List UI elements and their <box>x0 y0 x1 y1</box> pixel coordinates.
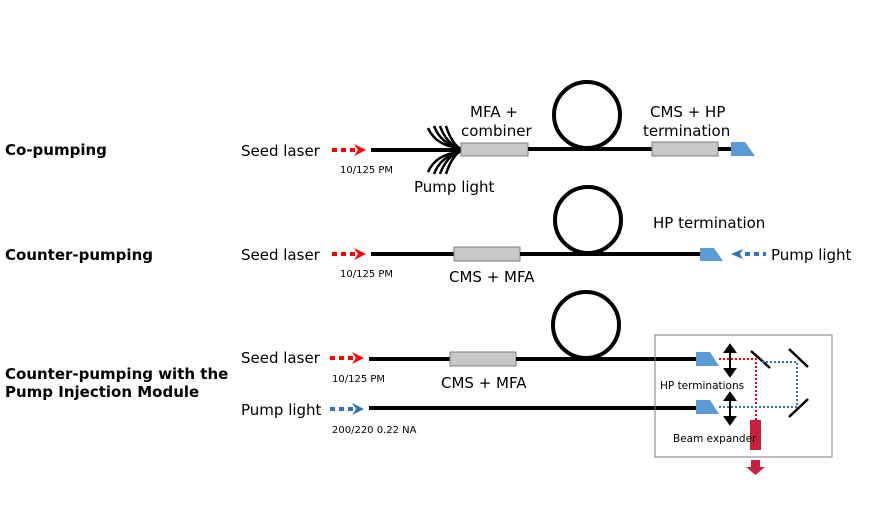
mfa-combiner-label-line1: MFA + <box>470 103 518 121</box>
pump-light-label: Pump light <box>771 246 852 264</box>
fiber-coil-icon <box>552 80 622 150</box>
seed-laser-label: Seed laser <box>241 142 321 160</box>
mirror-icon <box>788 348 809 368</box>
mfa-combiner-label-line2: combiner <box>461 122 532 140</box>
pump-light-label: Pump light <box>241 401 322 419</box>
hp-termination-seed-icon <box>696 352 719 366</box>
seed-laser-label: Seed laser <box>241 246 321 264</box>
pump-arrow-icon <box>731 249 766 259</box>
co-pumping-row: Co-pumping Seed laser 10/125 PM Pump lig… <box>5 80 755 196</box>
beam-expander-label: Beam expander <box>673 433 757 445</box>
fiber-coil-icon <box>553 185 623 255</box>
fiber-coil-icon <box>551 290 621 360</box>
pump-arrow-icon <box>330 403 364 415</box>
counter-pumping-row: Counter-pumping Seed laser 10/125 PM CMS… <box>5 185 852 286</box>
cms-hp-label-line2: termination <box>643 122 730 140</box>
mirror-icon <box>788 398 809 418</box>
pim-title-line1: Counter-pumping with the <box>5 365 228 383</box>
cms-component <box>651 141 719 157</box>
hp-terminations-label: HP terminations <box>660 380 744 392</box>
mfa-combiner-component <box>460 142 529 157</box>
pump-fiber-spec-label: 200/220 0.22 NA <box>332 425 417 436</box>
pim-title-line2: Pump Injection Module <box>5 383 199 401</box>
seed-arrow-icon <box>330 352 364 364</box>
cms-mfa-label: CMS + MFA <box>449 268 535 286</box>
seed-fiber-spec-label: 10/125 PM <box>332 374 385 385</box>
lens-icon <box>723 343 737 378</box>
cms-mfa-component <box>449 351 517 367</box>
seed-laser-label: Seed laser <box>241 349 321 367</box>
hp-termination-label: HP termination <box>653 214 765 232</box>
lens-icon <box>723 391 737 426</box>
counter-pumping-pim-row: Counter-pumping with the Pump Injection … <box>5 290 833 475</box>
cms-mfa-component <box>453 246 521 262</box>
hp-termination-icon <box>731 142 755 156</box>
co-pumping-title: Co-pumping <box>5 141 107 159</box>
hp-termination-icon <box>700 248 723 261</box>
seed-arrow-icon <box>332 144 366 156</box>
pump-light-label: Pump light <box>414 178 495 196</box>
pump-fiber-bundle-icon <box>426 125 461 175</box>
beam-expander-icon <box>750 420 761 450</box>
seed-beam-path <box>719 358 757 420</box>
fiber-spec-label: 10/125 PM <box>340 269 393 280</box>
counter-pumping-title: Counter-pumping <box>5 246 153 264</box>
pump-injection-module-box <box>654 334 833 458</box>
fiber-spec-label: 10/125 PM <box>340 165 393 176</box>
cms-hp-label-line1: CMS + HP <box>650 103 725 121</box>
mirror-icon <box>750 350 771 369</box>
cms-mfa-label: CMS + MFA <box>441 374 527 392</box>
seed-arrow-icon <box>332 248 366 260</box>
output-arrow-icon <box>746 460 765 475</box>
hp-termination-pump-icon <box>696 400 719 414</box>
pump-beam-path <box>719 361 798 408</box>
